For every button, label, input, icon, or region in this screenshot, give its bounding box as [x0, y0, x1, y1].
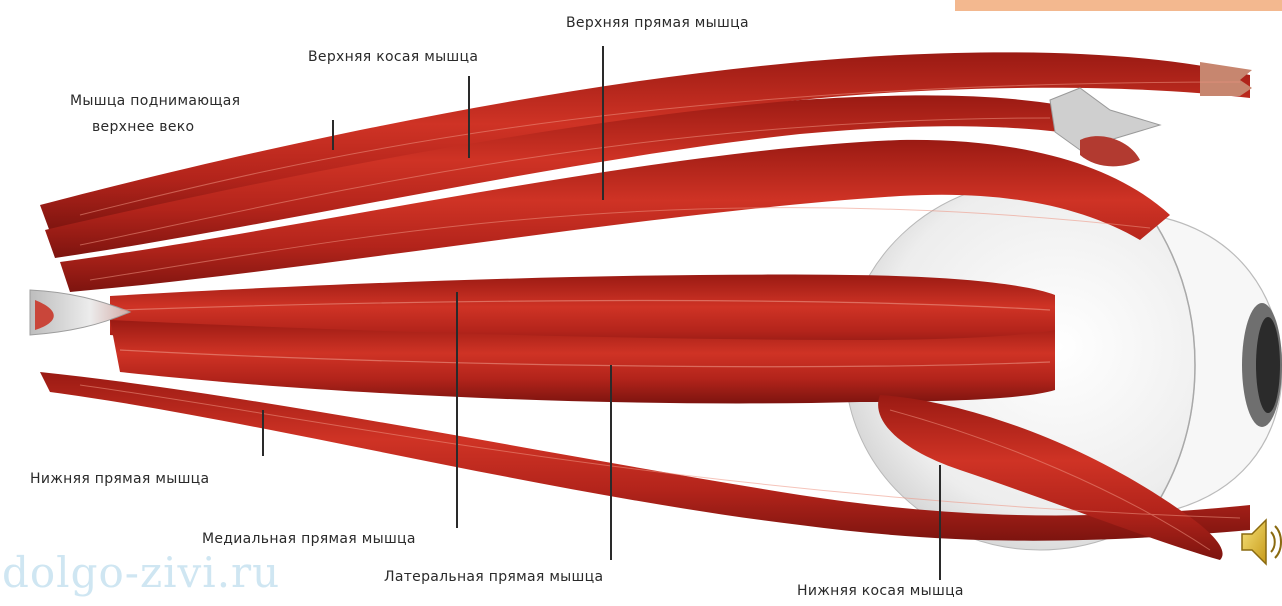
label-superior-rectus: Верхняя прямая мышца	[566, 14, 749, 32]
label-inferior-oblique: Нижняя косая мышца	[797, 582, 964, 600]
label-levator-line2: верхнее веко	[92, 118, 194, 136]
watermark: dolgo-zivi.ru	[2, 548, 280, 597]
label-levator-line1: Мышца поднимающая	[70, 92, 240, 110]
label-superior-oblique: Верхняя косая мышца	[308, 48, 478, 66]
label-inferior-rectus: Нижняя прямая мышца	[30, 470, 209, 488]
label-medial-rectus: Медиальная прямая мышца	[202, 530, 416, 548]
speaker-icon[interactable]	[1238, 512, 1282, 572]
label-lateral-rectus: Латеральная прямая мышца	[384, 568, 603, 586]
